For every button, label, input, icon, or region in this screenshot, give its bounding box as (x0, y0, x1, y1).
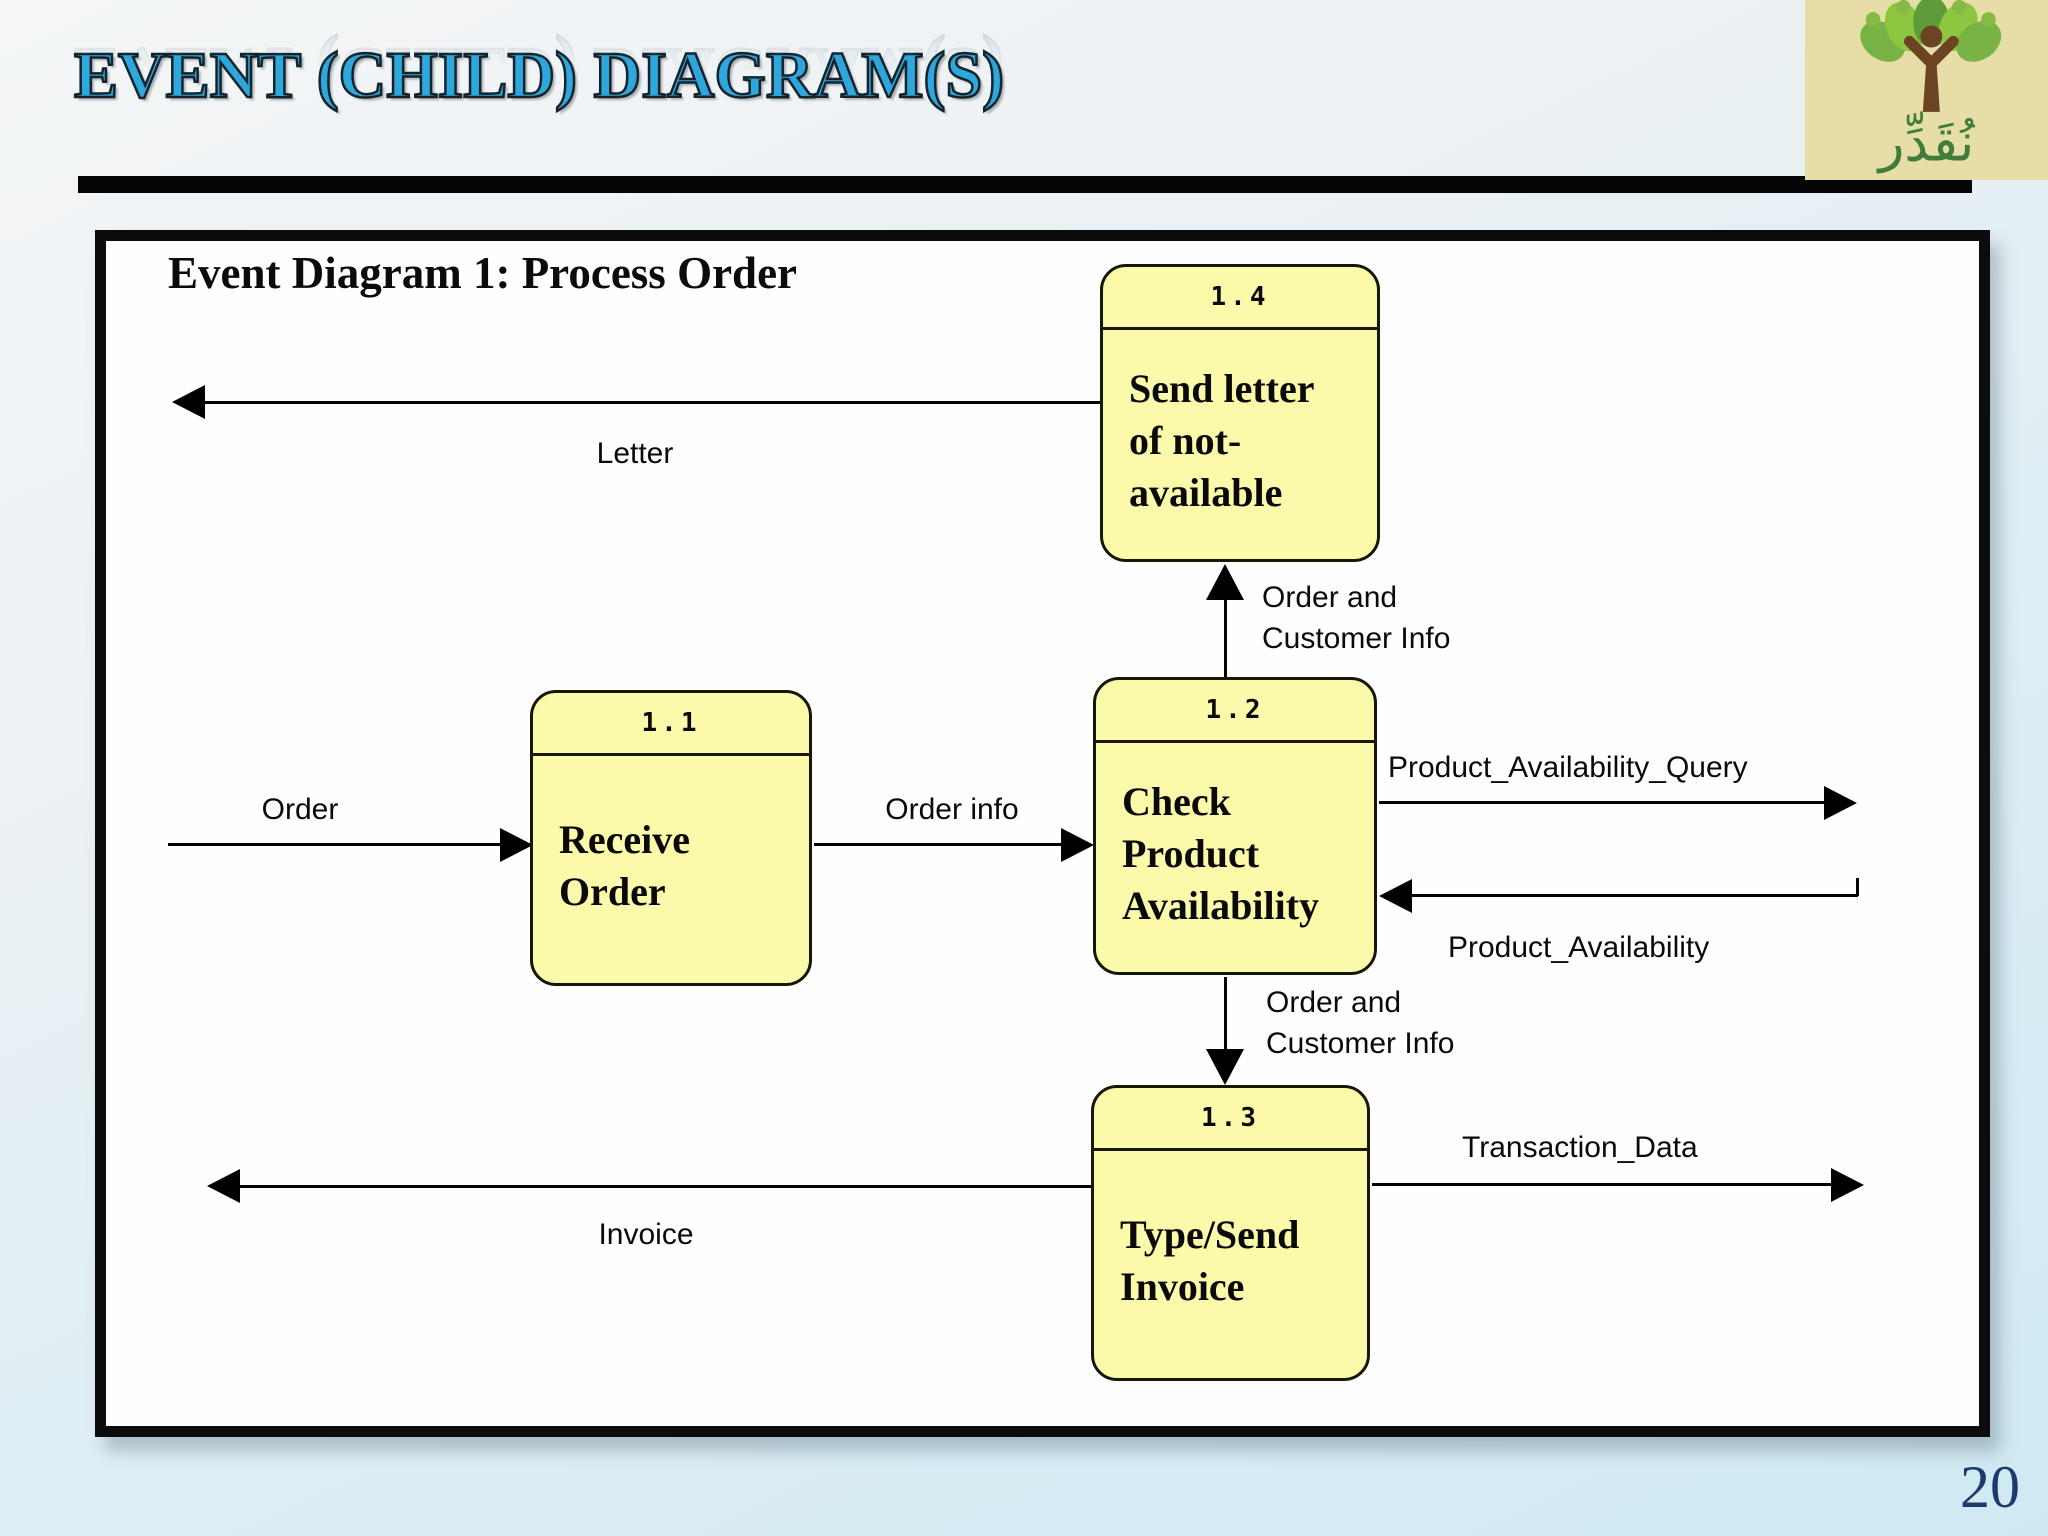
process-box-1-2: 1.2 Check Product Availability (1093, 677, 1377, 975)
process-box-1-4: 1.4 Send letter of not-available (1100, 264, 1380, 562)
page-number: 20 (1960, 1454, 2020, 1520)
to-letter-flow-line (1224, 600, 1227, 678)
order-arrowhead-icon (500, 828, 533, 862)
order-flow-label: Order (261, 793, 339, 826)
diagram-frame (95, 230, 1990, 1437)
availability-flow-label: Product_Availability (1448, 931, 1710, 964)
process-id: 1.4 (1103, 267, 1377, 330)
diagram-title: Event Diagram 1: Process Order (168, 248, 798, 298)
page-title: EVENT (CHILD) DIAGRAM(S) (73, 38, 1006, 114)
transaction-arrowhead-icon (1831, 1168, 1864, 1202)
to-invoice-arrowhead-icon (1206, 1049, 1244, 1085)
order-info-flow-label: Order info (885, 793, 1019, 826)
to-invoice-flow-label: Order and Customer Info (1266, 986, 1455, 1060)
availability-arrowhead-icon (1379, 879, 1412, 913)
letter-flow-line (205, 401, 1102, 404)
logo-arabic-text: نُقَدِّر (1876, 111, 1975, 174)
process-id: 1.1 (533, 693, 809, 756)
order-info-flow-line (814, 843, 1061, 846)
availability-flow-line (1412, 894, 1858, 897)
process-label: Receive Order (559, 816, 691, 914)
process-label: Send letter of not-available (1129, 365, 1314, 515)
query-flow-line (1379, 801, 1827, 804)
availability-flow-line-end-tick (1856, 878, 1859, 896)
process-label: Check Product Availability (1122, 778, 1320, 928)
query-flow-label: Product_Availability_Query (1388, 751, 1748, 784)
order-flow-line (168, 843, 500, 846)
page-title-reflection: EVENT (CHILD) DIAGRAM(S) (73, 33, 1006, 109)
transaction-flow-line (1372, 1183, 1834, 1186)
tree-of-people-icon (1860, 0, 2002, 112)
to-letter-flow-label: Order and Customer Info (1262, 581, 1451, 655)
transaction-flow-label: Transaction_Data (1462, 1131, 1698, 1164)
letter-flow-label: Letter (596, 437, 674, 470)
header-divider (78, 176, 1972, 193)
process-id: 1.2 (1096, 680, 1374, 743)
invoice-arrowhead-icon (207, 1169, 240, 1203)
order-info-arrowhead-icon (1061, 828, 1094, 862)
to-letter-arrowhead-icon (1206, 564, 1244, 600)
process-label: Type/Send Invoice (1120, 1211, 1300, 1309)
letter-arrowhead-icon (172, 385, 205, 419)
invoice-flow-label: Invoice (598, 1218, 694, 1251)
process-box-1-3: 1.3 Type/Send Invoice (1091, 1085, 1370, 1381)
to-invoice-flow-line (1224, 977, 1227, 1049)
process-box-1-1: 1.1 Receive Order (530, 690, 812, 986)
org-logo: نُقَدِّر (1805, 0, 2048, 180)
query-arrowhead-icon (1824, 786, 1857, 820)
process-id: 1.3 (1094, 1088, 1367, 1151)
invoice-flow-line (240, 1185, 1091, 1188)
